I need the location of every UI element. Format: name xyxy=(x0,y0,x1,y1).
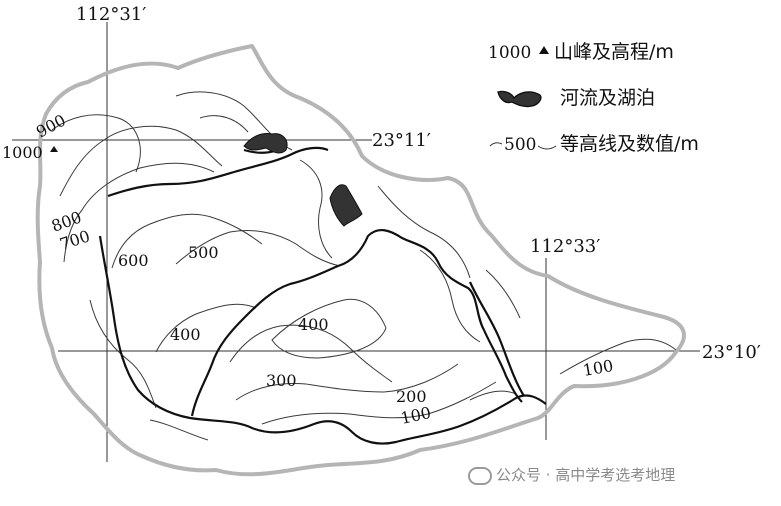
contour-label-100-right: 100 xyxy=(581,356,614,380)
contour-lines xyxy=(51,91,677,441)
watermark-text: 公众号 · 高中学考选考地理 xyxy=(496,466,676,484)
contour-label-400-left: 400 xyxy=(170,325,201,344)
legend-contour-line-right xyxy=(537,145,557,150)
legend-water-icon xyxy=(497,90,542,108)
peak-label: 1000 xyxy=(2,143,43,162)
contour-label-100-bottom: 100 xyxy=(399,403,433,428)
contour-600 xyxy=(111,213,263,269)
basin-boundary xyxy=(35,44,686,477)
legend-contour-line-left xyxy=(489,142,503,147)
legend-contour-text: 等高线及数值/m xyxy=(560,133,699,155)
contour-300 xyxy=(229,324,393,383)
contour-label-200: 200 xyxy=(396,387,427,406)
contour-900 xyxy=(51,114,141,173)
legend: 1000 山峰及高程/m 河流及湖泊 500 等高线及数值/m xyxy=(488,41,699,155)
contour-label-500: 500 xyxy=(188,243,219,262)
legend-peak-text: 山峰及高程/m xyxy=(554,41,674,63)
wechat-icon xyxy=(468,466,492,485)
lon-left-label: 112°31′ xyxy=(76,4,146,25)
lat-bottom-label: 23°10′ xyxy=(702,342,761,363)
rivers xyxy=(98,146,547,445)
contour-400-left xyxy=(155,303,257,353)
legend-water-text: 河流及湖泊 xyxy=(560,87,655,109)
lake-north xyxy=(243,133,288,154)
river-east-branch xyxy=(468,281,525,397)
contour-label-900: 900 xyxy=(33,110,69,141)
contour-label-400-center: 400 xyxy=(298,315,329,334)
river-upper-branch xyxy=(107,146,329,198)
contour-800 xyxy=(59,125,223,197)
contour-label-300: 300 xyxy=(266,371,297,390)
contour-700 xyxy=(63,162,215,263)
river-north-branch xyxy=(190,229,523,417)
lon-right-label: 112°33′ xyxy=(530,236,600,257)
peak-icon xyxy=(50,146,58,152)
legend-peak-value: 1000 xyxy=(488,43,531,63)
contour-200 xyxy=(235,363,459,401)
contour-100-bottom xyxy=(261,381,497,425)
contour-400-center xyxy=(271,298,387,359)
watermark: 公众号 · 高中学考选考地理 xyxy=(468,464,675,485)
legend-peak-icon xyxy=(539,46,549,54)
contour-500 xyxy=(175,230,341,267)
lake-center xyxy=(329,184,363,227)
legend-contour-value: 500 xyxy=(504,135,536,155)
main-river xyxy=(98,235,547,445)
lat-top-label: 23°11′ xyxy=(372,130,431,151)
contour-100-right xyxy=(559,338,677,375)
contour-label-600: 600 xyxy=(118,251,149,270)
